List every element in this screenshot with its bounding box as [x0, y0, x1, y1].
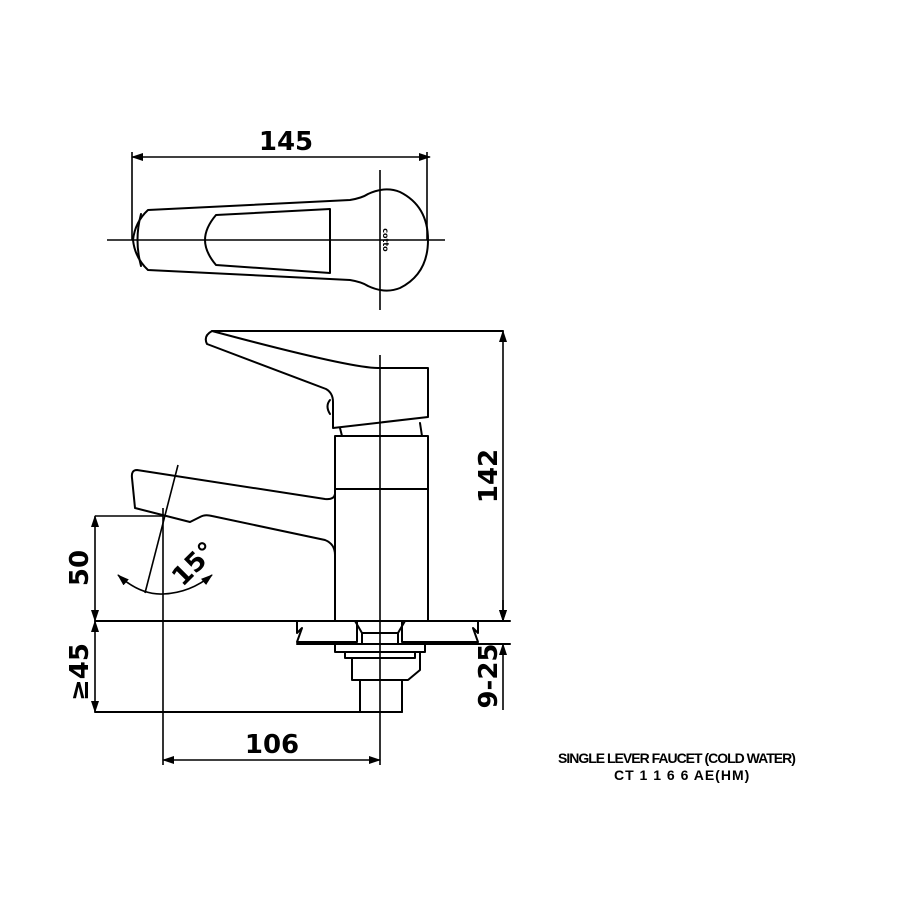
dim-below-deck: ≥45 — [65, 643, 95, 701]
dim-overall-length: 145 — [259, 127, 313, 157]
dim-spout-reach: 106 — [245, 730, 299, 760]
drawing-title: SINGLE LEVER FAUCET (COLD WATER) — [558, 750, 796, 766]
dim-spout-angle: 15° — [166, 536, 222, 592]
dim-spout-height: 50 — [65, 550, 95, 586]
top-view: 145 cotto — [107, 127, 445, 310]
brand-mark: cotto — [381, 228, 390, 252]
dim-deck-thickness: 9-25 — [474, 643, 504, 708]
model-number: CT 1 1 6 6 AE(HM) — [614, 767, 751, 783]
side-view: 15° 142 9-25 50 ≥45 106 — [65, 330, 511, 765]
dim-height: 142 — [474, 449, 504, 503]
